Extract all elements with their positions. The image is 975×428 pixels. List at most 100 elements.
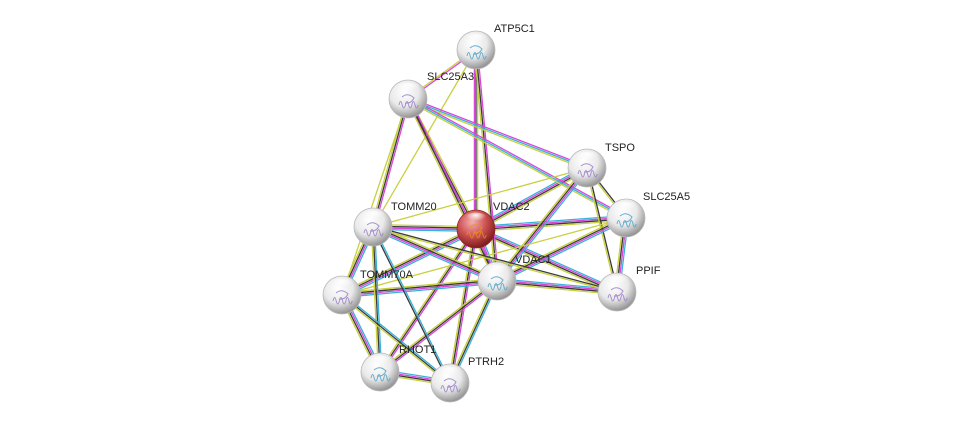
node-label: VDAC2: [493, 201, 530, 213]
edge-evidence-line: [407, 98, 588, 169]
node-highlight: [330, 278, 354, 292]
edge-evidence-line: [497, 168, 589, 282]
node-label: SLC25A3: [427, 71, 474, 83]
node-ppif[interactable]: PPIF: [597, 265, 661, 312]
edge-evidence-line: [372, 49, 477, 228]
edge-evidence-line: [342, 282, 498, 299]
edge-evidence-line: [342, 293, 452, 383]
edge-evidence-line: [341, 227, 476, 295]
edge-tomm20-ppif[interactable]: [372, 225, 618, 294]
edge-evidence-line: [447, 228, 476, 383]
edge-evidence-line: [496, 281, 617, 294]
edge-atp5c1-vdac1[interactable]: [473, 49, 500, 282]
edge-evidence-line: [340, 295, 450, 385]
node-highlight: [438, 366, 462, 380]
node-highlight: [614, 201, 638, 215]
edge-evidence-line: [342, 230, 478, 298]
edge-atp5c1-tomm20[interactable]: [372, 49, 477, 228]
edge-evidence-line: [585, 168, 617, 293]
edge-evidence-line: [373, 226, 383, 372]
edge-slc25a3-slc25a5[interactable]: [406, 97, 628, 220]
edge-evidence-line: [342, 281, 498, 297]
node-highlight: [605, 275, 629, 289]
edge-evidence-line: [407, 98, 498, 282]
edge-evidence-line: [370, 227, 380, 373]
node-label: ATP5C1: [494, 23, 535, 35]
node-label: RHOT1: [399, 344, 436, 356]
node-label: SLC25A5: [643, 191, 690, 203]
edge-evidence-line: [380, 229, 478, 374]
edge-vdac1-tomm70a[interactable]: [341, 277, 498, 299]
edge-evidence-line: [475, 214, 626, 228]
edge-tomm20-ptrh2[interactable]: [371, 226, 452, 384]
edge-evidence-line: [497, 218, 627, 283]
edge-evidence-line: [473, 50, 497, 282]
node-label: PTRH2: [468, 356, 504, 368]
edge-evidence-line: [408, 97, 628, 218]
edge-evidence-line: [378, 227, 476, 372]
node-label: PPIF: [636, 265, 661, 277]
edge-vdac2-tomm70a[interactable]: [340, 226, 478, 298]
node-label: VDAC1: [515, 254, 552, 266]
node-ptrh2[interactable]: PTRH2: [430, 356, 504, 403]
edge-tomm20-rhot1[interactable]: [370, 226, 383, 373]
edge-evidence-line: [476, 49, 500, 281]
node-highlight: [485, 264, 509, 278]
node-highlight: [575, 151, 599, 165]
edge-evidence-line: [496, 282, 617, 296]
edge-evidence-line: [342, 229, 477, 297]
edge-evidence-line: [372, 226, 381, 373]
node-highlight: [464, 212, 488, 226]
edge-tspo-tomm20[interactable]: [372, 167, 588, 228]
edge-evidence-line: [497, 219, 628, 284]
node-vdac1[interactable]: VDAC1: [477, 254, 552, 301]
edge-evidence-line: [408, 96, 588, 168]
edge-evidence-line: [372, 227, 617, 294]
edge-tomm70a-ptrh2[interactable]: [340, 293, 452, 385]
edge-evidence-line: [341, 98, 409, 296]
node-highlight: [464, 33, 488, 47]
edge-evidence-line: [405, 99, 497, 282]
edge-slc25a5-vdac1[interactable]: [495, 215, 628, 284]
edge-evidence-line: [408, 98, 500, 281]
node-label: TOMM20: [391, 201, 437, 213]
node-tomm20[interactable]: TOMM20: [353, 201, 437, 247]
edge-vdac2-rhot1[interactable]: [378, 227, 478, 374]
node-vdac2[interactable]: VDAC2: [456, 201, 530, 249]
edge-evidence-line: [379, 280, 498, 373]
edge-evidence-line: [476, 169, 589, 232]
edge-evidence-line: [373, 225, 618, 292]
node-rhot1[interactable]: RHOT1: [360, 344, 436, 392]
node-atp5c1[interactable]: ATP5C1: [456, 23, 535, 70]
edge-evidence-line: [475, 216, 626, 229]
edge-evidence-line: [371, 228, 497, 284]
edge-evidence-line: [340, 226, 476, 294]
edge-slc25a3-tspo[interactable]: [407, 96, 588, 171]
node-slc25a3[interactable]: SLC25A3: [388, 71, 474, 119]
edge-evidence-line: [406, 99, 626, 220]
node-tomm70a[interactable]: TOMM70A: [322, 269, 414, 315]
node-label: TSPO: [605, 142, 635, 154]
edge-vdac1-rhot1[interactable]: [378, 279, 499, 374]
edge-evidence-line: [341, 217, 627, 296]
edge-slc25a5-tomm70a[interactable]: [341, 217, 627, 296]
node-slc25a5[interactable]: SLC25A5: [606, 191, 690, 238]
node-tspo[interactable]: TSPO: [567, 142, 635, 188]
edge-evidence-line: [475, 166, 587, 229]
edge-evidence-line: [407, 98, 627, 219]
edge-evidence-line: [496, 216, 626, 281]
edge-evidence-line: [341, 277, 497, 294]
edge-evidence-line: [497, 279, 618, 292]
edge-evidence-line: [378, 279, 497, 372]
edge-evidence-line: [494, 166, 586, 280]
edge-evidence-line: [495, 215, 626, 280]
edge-tspo-vdac1[interactable]: [494, 166, 590, 283]
edge-slc25a3-tomm70a[interactable]: [341, 98, 409, 296]
edge-evidence-line: [475, 49, 498, 282]
node-highlight: [361, 210, 385, 224]
edge-slc25a3-vdac1[interactable]: [405, 98, 500, 282]
edge-evidence-line: [341, 279, 497, 295]
node-label: TOMM70A: [360, 269, 414, 281]
